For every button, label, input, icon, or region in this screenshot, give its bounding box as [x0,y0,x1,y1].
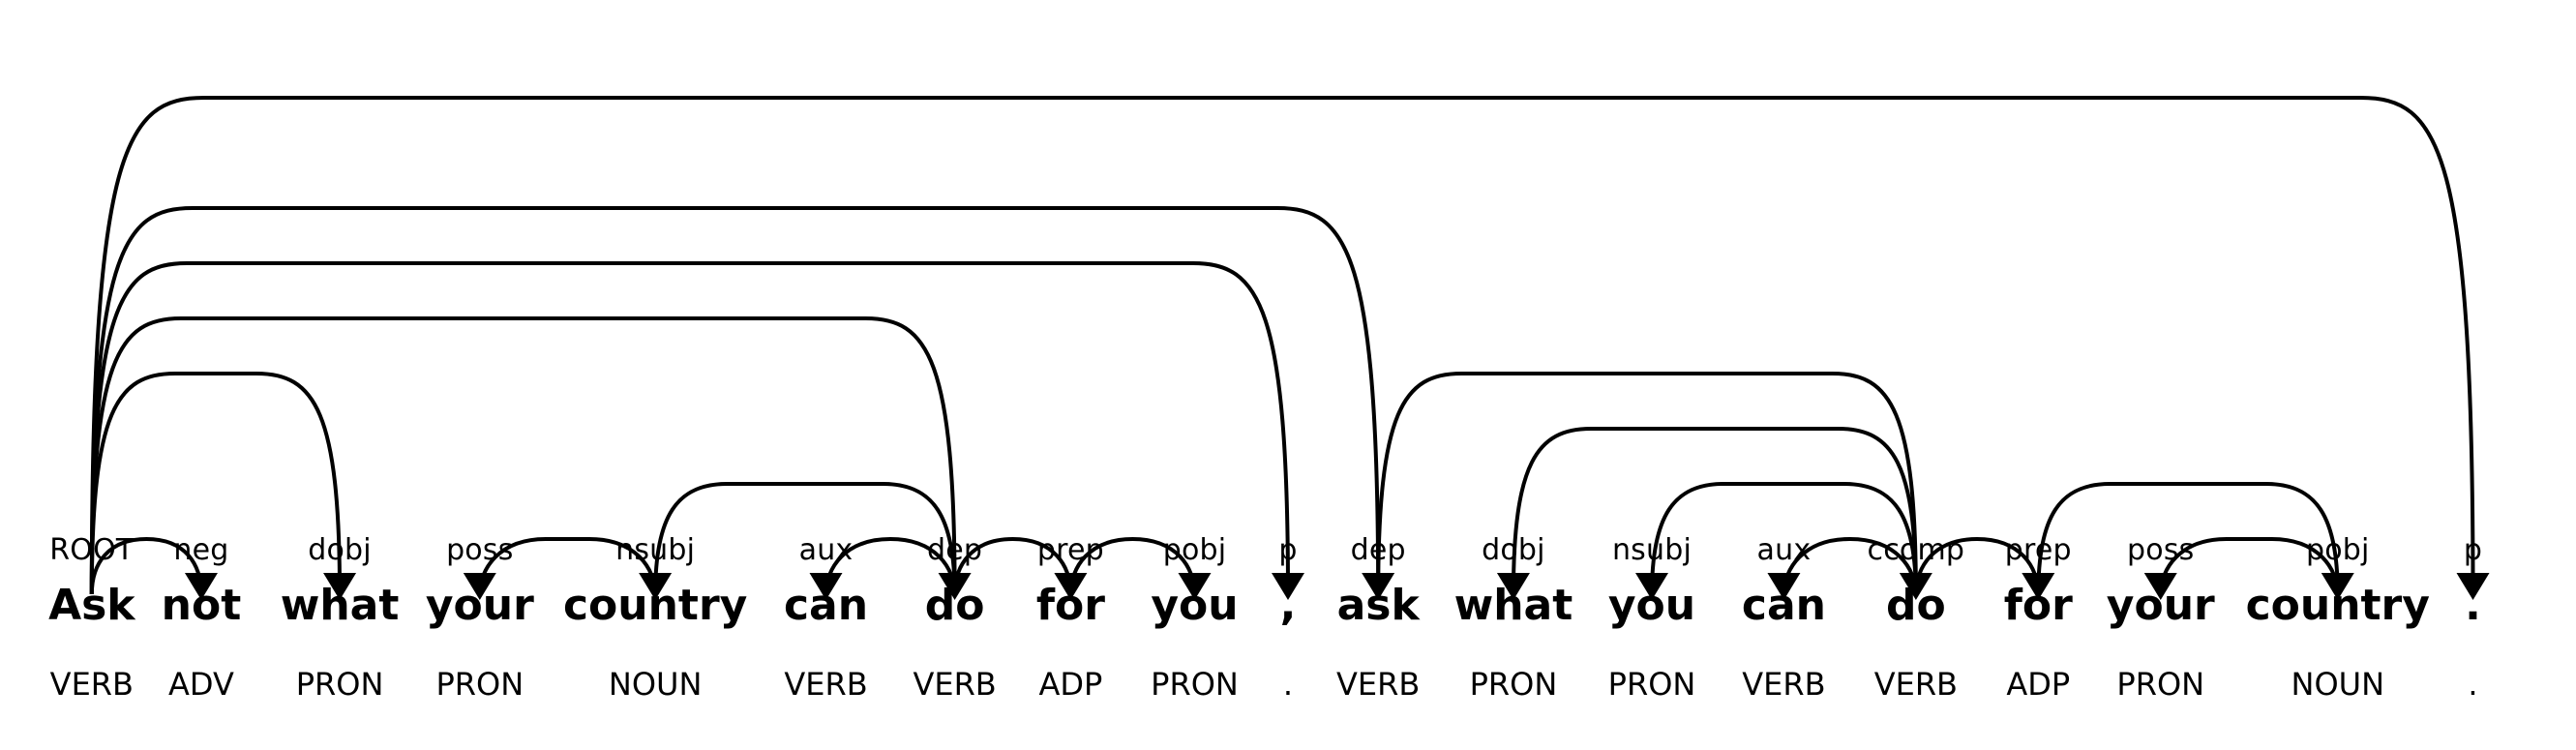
dep-label-neg-1: neg [173,533,228,567]
dep-label-aux-13: aux [1757,533,1812,567]
token-pos-tag-9: . [1283,666,1293,703]
dependency-arc-aux-14-13 [1782,537,1918,595]
arrowhead-ccomp-14 [1899,573,1932,600]
token-word-12: you [1608,581,1695,630]
token-pos-tag-14: VERB [1874,666,1958,703]
token-pos-tag-10: VERB [1336,666,1420,703]
dep-label-p-18: p [2464,533,2482,567]
token-word-8: you [1151,581,1238,630]
dep-label-p-9: p [1278,533,1297,567]
token-word-18: . [2465,581,2481,630]
dependency-arc-aux-6-5 [824,537,957,595]
dep-label-aux-5: aux [799,533,854,567]
token-pos-tag-2: PRON [296,666,384,703]
dependency-arc-dep-0-10 [89,206,1381,595]
dependency-arc-pobj-7-8 [1068,537,1197,595]
arcs-layer [89,96,2475,595]
token-pos-tag-3: PRON [435,666,524,703]
token-pos-tag-8: PRON [1151,666,1239,703]
token-pos-tag-1: ADV [168,666,234,703]
arrowhead-aux-5 [809,573,843,600]
token-word-5: can [784,581,868,630]
token-word-10: ask [1337,581,1422,630]
arrowhead-neg-1 [184,573,218,600]
token-word-4: country [563,581,747,630]
token-word-9: , [1280,581,1297,630]
dep-label-dobj-2: dobj [308,533,372,567]
arrowhead-pobj-8 [1178,573,1212,600]
arrowhead-aux-13 [1767,573,1801,600]
token-pos-tag-13: VERB [1742,666,1825,703]
token-word-16: your [2107,581,2215,630]
token-pos-tag-11: PRON [1470,666,1558,703]
token-pos-tag-17: NOUN [2291,666,2384,703]
token-pos-tag-12: PRON [1608,666,1696,703]
dependency-arc-poss-17-16 [2158,537,2340,595]
dep-label-nsubj-4: nsubj [615,533,695,567]
arrowhead-prep-7 [1054,573,1088,600]
dependency-labels-layer: ROOT neg dobj poss nsubj aux dep prep pobj p dep do… [49,533,2482,567]
dep-label-prep-15: prep [2005,533,2072,567]
dep-label-dobj-11: dobj [1482,533,1545,567]
dependency-arc-poss-4-3 [477,537,658,595]
dependency-arc-p-0-18 [89,96,2475,595]
token-word-13: can [1742,581,1826,630]
token-pos-tag-7: ADP [1038,666,1102,703]
dep-label-ccomp-14: ccomp [1868,533,1965,567]
token-word-17: country [2246,581,2430,630]
token-word-11: what [1454,581,1573,630]
arrowhead-p-9 [1272,573,1304,600]
dep-label-root-0: ROOT [49,533,135,567]
dep-label-poss-16: poss [2127,533,2194,567]
arrowhead-dobj-11 [1496,573,1530,600]
token-word-14: do [1886,581,1946,630]
token-pos-tag-0: VERB [50,666,134,703]
dep-label-pobj-8: pobj [1163,533,1227,567]
dependency-arc-dobj-0-2 [89,372,343,595]
dep-label-dep-10: dep [1351,533,1406,567]
dependency-arc-p-0-9 [89,261,1290,595]
arrowhead-nsubj-4 [639,573,673,600]
arrowhead-dep-6 [938,573,972,600]
dependency-arc-prep-6-7 [952,537,1073,595]
arrowhead-prep-15 [2022,573,2055,600]
token-pos-tag-15: ADP [2006,666,2070,703]
token-word-2: what [281,581,400,630]
token-word-15: for [2004,581,2073,630]
token-pos-tag-16: PRON [2116,666,2204,703]
arrowhead-pobj-17 [2321,573,2354,600]
arrowheads-layer [184,573,2490,600]
token-pos-tag-6: VERB [913,666,996,703]
token-word-1: not [162,581,242,630]
dependency-arc-nsubj-6-4 [653,482,957,595]
dependency-arc-dep-0-6 [89,316,957,595]
dep-label-nsubj-12: nsubj [1612,533,1692,567]
token-pos-tag-5: VERB [784,666,867,703]
token-word-0: Ask [48,581,136,630]
dependency-arc-nsubj-14-12 [1650,482,1918,595]
dep-label-prep-7: prep [1037,533,1104,567]
dependency-arc-ccomp-10-14 [1376,372,1918,595]
token-word-3: your [426,581,534,630]
token-word-6: do [925,581,985,630]
dependency-arc-dobj-14-11 [1511,427,1918,595]
dependency-arc-prep-14-15 [1913,537,2041,595]
token-word-7: for [1036,581,1105,630]
arrowhead-poss-16 [2143,573,2177,600]
dep-label-dep-6: dep [927,533,982,567]
dependency-arc-neg-0-1 [89,537,203,595]
dep-label-pobj-17: pobj [2306,533,2370,567]
pos-tags-layer: VERB ADV PRON PRON NOUN VERB VERB ADP PRON. VERB P… [50,666,2478,703]
token-pos-tag-4: NOUN [609,666,702,703]
arrowhead-p-18 [2456,573,2490,600]
dep-label-poss-3: poss [446,533,513,567]
arrowhead-dep-10 [1362,573,1395,600]
arrowhead-poss-3 [463,573,496,600]
arrowhead-nsubj-12 [1635,573,1669,600]
token-pos-tag-18: . [2468,666,2477,703]
dependency-arc-pobj-15-17 [2036,482,2340,595]
arrowhead-dobj-2 [323,573,357,600]
